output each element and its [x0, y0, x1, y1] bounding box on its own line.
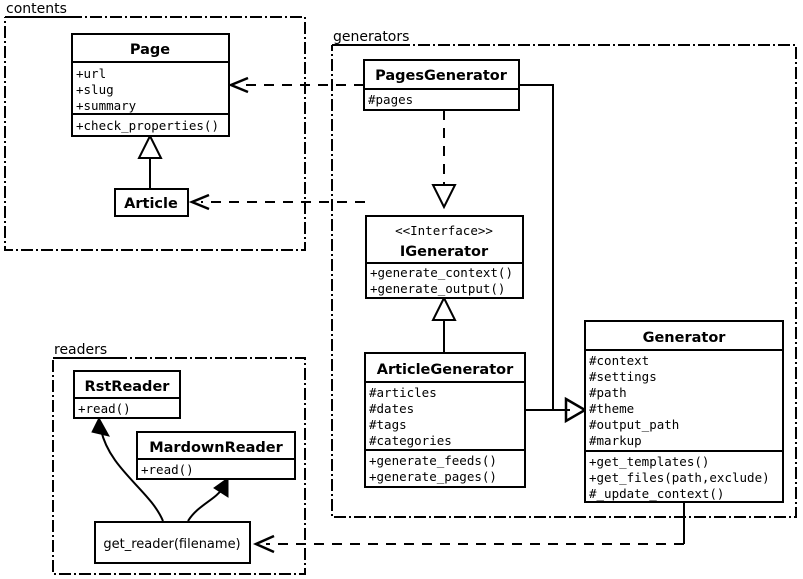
relation-article-inherits-page: [137, 133, 163, 189]
hollow-triangle-arrowhead: [431, 184, 457, 210]
package-contents-border: [4, 16, 306, 251]
class-box-page[interactable]: Page +url +slug +summary +check_properti…: [71, 33, 230, 137]
class-page-attribute: +summary: [76, 98, 137, 113]
class-igenerator-method: +generate_context(): [370, 265, 513, 280]
class-generator-frame: [584, 320, 784, 503]
package-generators-border: [331, 44, 797, 518]
relation-pagesgenerator-to-generator: [519, 84, 570, 411]
class-igenerator-frame: [365, 215, 524, 299]
class-generator-method: +get_templates(): [589, 454, 709, 469]
package-readers-border: [52, 357, 306, 575]
package-generators-label: generators: [333, 29, 409, 45]
relation-pagesgenerator-realizes-igenerator: [431, 110, 457, 210]
class-box-pagesgenerator[interactable]: PagesGenerator #pages: [363, 59, 520, 111]
class-box-article[interactable]: Article: [114, 188, 189, 217]
class-articlegenerator-attribute: #categories: [369, 433, 452, 448]
class-articlegenerator-attribute: #dates: [369, 401, 414, 416]
class-igenerator-name: IGenerator: [400, 244, 489, 260]
relation-pagesgenerator-uses-page: [227, 76, 364, 94]
class-box-generator[interactable]: Generator #context #settings #path #them…: [584, 320, 784, 503]
class-page-frame: [71, 33, 230, 137]
class-box-mardownreader[interactable]: MardownReader +read(): [136, 431, 296, 480]
class-article-frame: [114, 188, 189, 217]
hollow-triangle-arrowhead: [431, 295, 457, 321]
function-get_reader-label: get_reader(filename): [103, 537, 240, 552]
class-article-name: Article: [124, 196, 178, 212]
class-generator-attribute: #context: [589, 353, 649, 368]
package-readers: readers: [52, 342, 306, 575]
hollow-triangle-arrowhead: [137, 133, 163, 159]
class-box-igenerator[interactable]: <<Interface>> IGenerator +generate_conte…: [365, 215, 524, 299]
class-mardownreader-method: +read(): [141, 462, 194, 477]
class-articlegenerator-attribute: #tags: [369, 417, 407, 432]
class-pagesgenerator-frame: [363, 59, 520, 111]
class-mardownreader-frame: [136, 431, 296, 480]
hollow-arrowhead: [564, 396, 588, 424]
class-articlegenerator-attribute: #articles: [369, 385, 437, 400]
relation-articlegenerator-realizes-igenerator: [431, 295, 457, 353]
class-page-attribute: +url: [76, 66, 106, 81]
class-rstreader-frame: [73, 370, 181, 419]
creates-curve: [187, 487, 224, 522]
open-arrowhead: [252, 534, 275, 554]
class-igenerator-stereotype: <<Interface>>: [395, 223, 493, 238]
class-generator-attribute: #output_path: [589, 417, 679, 432]
class-pagesgenerator-name: PagesGenerator: [375, 68, 508, 84]
package-readers-label: readers: [54, 342, 107, 358]
class-generator-attribute: #path: [589, 385, 627, 400]
relation-get_reader-creates-rstreader: [91, 416, 164, 522]
filled-arrowhead: [91, 416, 110, 437]
open-arrowhead: [188, 193, 210, 211]
relation-articlegenerator-uses-article: [188, 193, 365, 211]
relation-generator-uses-get_reader: [252, 502, 685, 554]
class-pagesgenerator-attribute: #pages: [368, 92, 413, 107]
class-rstreader-name: RstReader: [85, 379, 171, 395]
class-generator-name: Generator: [643, 330, 727, 346]
relation-get_reader-creates-mardownreader: [187, 477, 229, 522]
class-box-articlegenerator[interactable]: ArticleGenerator #articles #dates #tags …: [364, 352, 526, 488]
class-generator-attribute: #theme: [589, 401, 634, 416]
package-contents: contents: [4, 1, 306, 251]
open-arrowhead: [227, 76, 249, 94]
function-get_reader-frame: [94, 521, 251, 564]
class-page-method: +check_properties(): [76, 118, 219, 133]
class-rstreader-method: +read(): [78, 401, 131, 416]
filled-arrowhead: [213, 477, 229, 498]
class-page-attribute: +slug: [76, 82, 114, 97]
association-line: [519, 84, 570, 411]
class-page-name: Page: [130, 42, 170, 58]
creates-curve: [100, 429, 164, 522]
class-mardownreader-name: MardownReader: [149, 440, 283, 456]
class-articlegenerator-frame: [364, 352, 526, 488]
package-contents-label: contents: [6, 1, 67, 17]
class-generator-method: #_update_context(): [589, 486, 724, 501]
class-generator-attribute: #markup: [589, 433, 642, 448]
class-box-rstreader[interactable]: RstReader +read(): [73, 370, 181, 419]
function-box-get_reader[interactable]: get_reader(filename): [94, 521, 251, 564]
package-generators: generators: [331, 29, 797, 518]
class-generator-attribute: #settings: [589, 369, 657, 384]
class-generator-method: +get_files(path,exclude): [589, 470, 770, 485]
class-articlegenerator-name: ArticleGenerator: [377, 362, 514, 378]
class-articlegenerator-method: +generate_feeds(): [369, 453, 497, 468]
class-igenerator-method: +generate_output(): [370, 281, 505, 296]
class-articlegenerator-method: +generate_pages(): [369, 469, 497, 484]
relation-articlegenerator-to-generator: [525, 396, 588, 424]
